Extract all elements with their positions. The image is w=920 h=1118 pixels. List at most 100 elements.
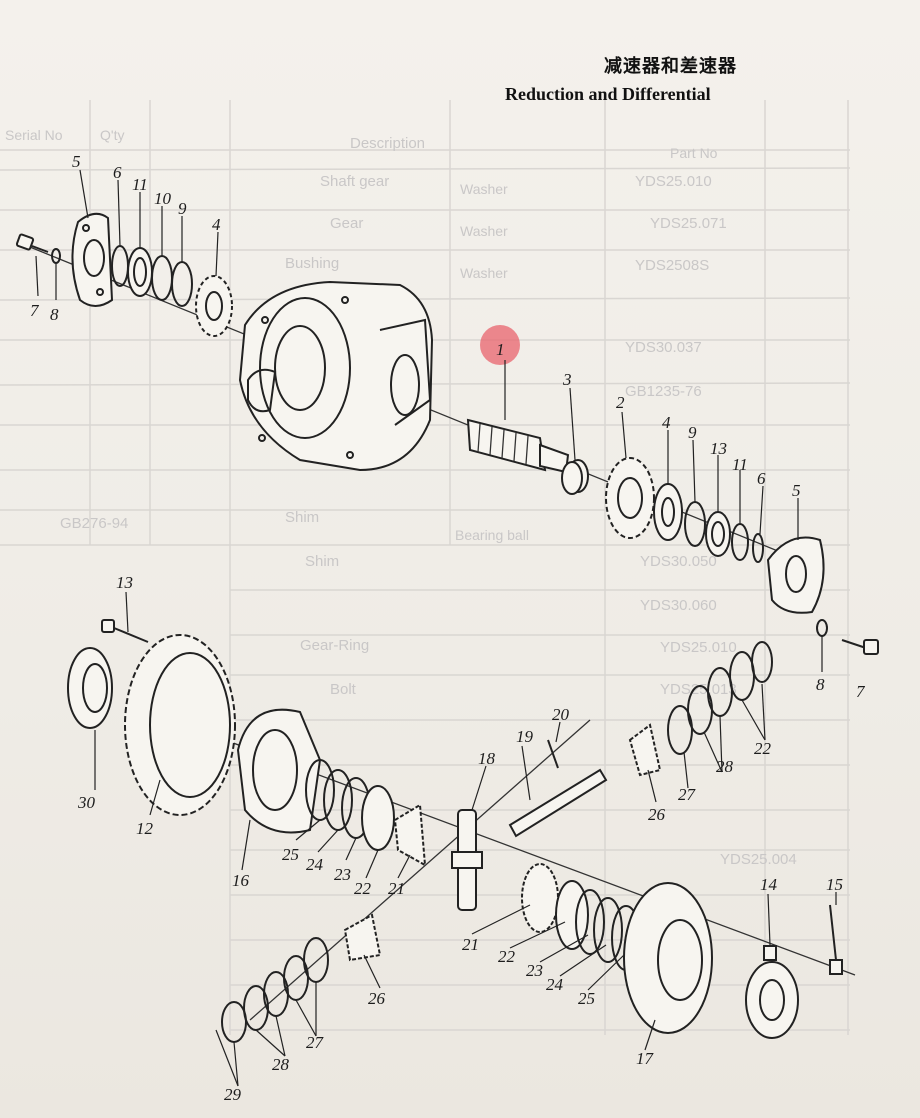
differential-assembly <box>67 619 856 1043</box>
ghost-shaft-gear: Shaft gear <box>320 173 389 190</box>
ghost-washer-1: Washer <box>460 181 508 197</box>
callout-26-right: 26 <box>648 805 666 824</box>
part-22-washer-right-2 <box>751 641 773 683</box>
callout-19: 19 <box>516 727 534 746</box>
callout-1: 1 <box>496 340 505 359</box>
ghost-part-8: YDS25.013 <box>660 681 737 698</box>
callout-22-right: 22 <box>498 947 516 966</box>
ghost-partno: Part No <box>670 145 718 161</box>
callout-11-right: 11 <box>732 455 748 474</box>
callout-24-left: 24 <box>306 855 324 874</box>
part-20-small-pin <box>547 739 559 769</box>
title-english: Reduction and Differential <box>505 84 711 104</box>
callout-9-upper: 9 <box>178 199 187 218</box>
part-7-bolt-upper <box>15 233 49 253</box>
callout-7-upper: 7 <box>30 301 40 320</box>
bleed-through-text: Description Q'ty Serial No Part No Washe… <box>5 127 797 868</box>
callout-26-left: 26 <box>368 989 386 1008</box>
part-6-ring-right <box>752 533 764 563</box>
ghost-part-3: YDS2508S <box>635 257 709 274</box>
part-27-washer-right <box>667 705 693 755</box>
highlight-marker <box>480 325 520 365</box>
part-13-bolt-lower <box>101 619 149 643</box>
callout-4-upper: 4 <box>212 215 221 234</box>
callout-14: 14 <box>760 875 778 894</box>
part-2-gear <box>605 457 655 539</box>
part-24-disc-left <box>323 769 353 831</box>
ghost-washer-3: Washer <box>460 265 508 281</box>
callout-13-lower: 13 <box>116 573 133 592</box>
part-30-bearing <box>67 647 113 729</box>
part-21-side-gear-right <box>521 863 559 933</box>
callout-2: 2 <box>616 393 625 412</box>
reduction-housing <box>238 280 434 472</box>
part-4-bearing-right <box>653 483 683 541</box>
callout-27-right: 27 <box>678 785 697 804</box>
ghost-bushing: Bushing <box>285 255 339 272</box>
callout-3: 3 <box>562 370 572 389</box>
ghost-part-10: GB1235-76 <box>625 383 702 400</box>
part-10-ring <box>151 255 173 301</box>
callout-24-right: 24 <box>546 975 564 994</box>
ghost-serial: Serial No <box>5 127 63 143</box>
ghost-description: Description <box>350 135 425 152</box>
ghost-part-5: YDS30.050 <box>640 553 717 570</box>
callout-12: 12 <box>136 819 154 838</box>
part-17-diff-case-half <box>623 882 713 1034</box>
part-right-bearing-lower <box>745 961 799 1039</box>
part-19-pin <box>508 768 608 838</box>
part-21-side-gear-left <box>393 803 427 867</box>
ghost-part-1: YDS25.010 <box>635 173 712 190</box>
callout-22-top: 22 <box>754 739 772 758</box>
reduction-assembly <box>15 212 879 655</box>
ghost-qty: Q'ty <box>100 127 124 143</box>
part-29-washer-left <box>221 1001 247 1043</box>
callout-7-right: 7 <box>856 682 866 701</box>
part-8-washer-upper <box>51 248 61 264</box>
ghost-bearing-ball: Bearing ball <box>455 527 529 543</box>
part-22-washer-right-1 <box>729 651 755 701</box>
callout-5-upper: 5 <box>72 152 81 171</box>
ghost-gear-ring: Gear-Ring <box>300 637 369 654</box>
callout-18: 18 <box>478 749 496 768</box>
part-11-ring-right <box>731 523 749 561</box>
callout-27-left: 27 <box>306 1033 325 1052</box>
ghost-part-2: YDS25.071 <box>650 215 727 232</box>
part-5-cover-upper <box>71 212 114 307</box>
callout-10: 10 <box>154 189 172 208</box>
part-26-pinion-left <box>343 913 382 962</box>
callout-labels: 1 2 3 4 4 5 5 6 6 7 7 8 8 9 9 10 11 11 1… <box>30 152 866 1104</box>
ghost-part-11: GB276-94 <box>60 515 128 532</box>
callout-20: 20 <box>552 705 570 724</box>
part-6-ring-upper <box>111 245 129 287</box>
ghost-shim-2: Shim <box>305 553 339 570</box>
ghost-bolt: Bolt <box>330 681 357 698</box>
callout-8-upper: 8 <box>50 305 59 324</box>
callout-29: 29 <box>224 1085 242 1104</box>
callout-6-upper: 6 <box>113 163 122 182</box>
callout-25-left: 25 <box>282 845 299 864</box>
ghost-part-7: YDS25.010 <box>660 639 737 656</box>
ghost-washer-2: Washer <box>460 223 508 239</box>
part-3-bushing <box>561 459 589 495</box>
callout-22-left: 22 <box>354 879 372 898</box>
callout-11-upper: 11 <box>132 175 148 194</box>
part-26-pinion-right <box>628 723 662 777</box>
callout-28-right: 28 <box>716 757 734 776</box>
part-16-diff-case-half <box>236 708 322 834</box>
callout-16: 16 <box>232 871 250 890</box>
part-13-bearing-right <box>705 511 731 557</box>
part-5-cover-right <box>766 536 825 614</box>
part-22-disc-right <box>555 880 589 950</box>
ghost-part-6: YDS30.060 <box>640 597 717 614</box>
part-7-bolt-right <box>841 639 879 655</box>
ghost-part-4: YDS30.037 <box>625 339 702 356</box>
part-8-washer-right <box>816 619 828 637</box>
part-24-disc-right <box>593 897 623 963</box>
part-14-lock <box>763 945 777 961</box>
callout-6-right: 6 <box>757 469 766 488</box>
ghost-shim-1: Shim <box>285 509 319 526</box>
part-23-disc-right <box>575 889 605 955</box>
